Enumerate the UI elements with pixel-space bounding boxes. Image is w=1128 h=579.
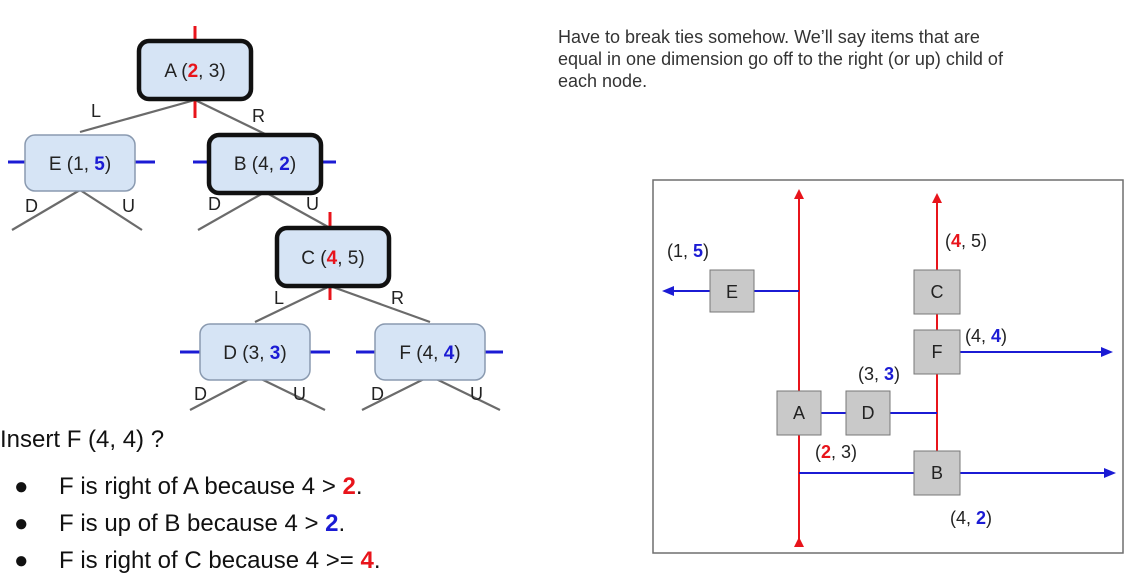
coord-label-b: (4, 2)	[950, 508, 992, 528]
bullet-icon: ●	[14, 473, 29, 500]
point-label-d: D	[862, 403, 875, 423]
edge-a-b	[194, 99, 266, 135]
point-box-c	[913, 269, 961, 315]
node-e-box	[24, 134, 136, 192]
node-e-label: E (1, 5)	[49, 154, 111, 175]
edge-label-d-up: U	[293, 384, 306, 404]
edge-label-b-down: D	[208, 194, 221, 214]
point-label-a: A	[793, 403, 805, 423]
node-b-label: B (4, 2)	[234, 154, 296, 175]
coord-label-a: (2, 3)	[815, 442, 857, 462]
edge-label-c-right: R	[391, 288, 404, 308]
list-item: ●F is right of A because 4 > 2.	[14, 468, 381, 505]
node-b-box	[206, 132, 324, 196]
bullet-icon: ●	[14, 510, 29, 537]
edge-label-a-right: R	[252, 106, 265, 126]
edge-e-d-stub	[11, 189, 81, 231]
point-label-e: E	[726, 282, 738, 302]
coord-label-f: (4, 4)	[965, 326, 1007, 346]
tree-edges	[11, 98, 501, 411]
question-text: Insert F (4, 4) ?	[0, 426, 165, 453]
edge-label-c-left: L	[274, 288, 284, 308]
edge-d-d-stub	[189, 375, 256, 411]
node-a-label: A (2, 3)	[164, 61, 225, 82]
coord-label-d: (3, 3)	[858, 364, 900, 384]
edge-c-f	[329, 284, 431, 324]
edge-label-f-down: D	[371, 384, 384, 404]
edge-a-e	[79, 98, 196, 134]
reasoning-list: ●F is right of A because 4 > 2. ●F is up…	[14, 468, 381, 579]
edge-label-d-down: D	[194, 384, 207, 404]
list-item: ●F is right of C because 4 >= 4.	[14, 542, 381, 579]
coordinate-labels: (1, 5) (4, 5) (4, 4) (3, 3) (2, 3) (4, 2…	[667, 231, 1007, 528]
node-f-label: F (4, 4)	[399, 343, 460, 364]
point-box-e	[709, 269, 755, 313]
edge-label-a-left: L	[91, 101, 101, 121]
coord-label-c: (4, 5)	[945, 231, 987, 251]
edge-label-e-down: D	[25, 196, 38, 216]
edge-f-u-stub	[429, 375, 501, 411]
point-box-d	[845, 390, 891, 436]
point-box-b	[913, 450, 961, 496]
edge-label-e-up: U	[122, 196, 135, 216]
list-item: ●F is up of B because 4 > 2.	[14, 505, 381, 542]
node-f-box	[374, 323, 486, 381]
tree-nodes: A (2, 3) E (1, 5) B (4, 2) C (4, 5) D (3…	[24, 38, 486, 381]
point-boxes: E C F A D B	[709, 269, 961, 496]
edge-f-d-stub	[361, 375, 431, 411]
point-box-f	[913, 329, 961, 375]
edge-label-b-up: U	[306, 194, 319, 214]
kd-tree-diagram: A (2, 3) E (1, 5) B (4, 2) C (4, 5) D (3…	[8, 26, 503, 411]
node-d-label: D (3, 3)	[223, 343, 286, 364]
point-label-c: C	[931, 282, 944, 302]
point-label-f: F	[932, 342, 943, 362]
edge-labels: L R D U D U L R D U D U	[25, 101, 483, 404]
node-a-box	[136, 38, 254, 102]
point-label-b: B	[931, 463, 943, 483]
bullet-icon: ●	[14, 547, 29, 574]
coord-label-e: (1, 5)	[667, 241, 709, 261]
edge-label-f-up: U	[470, 384, 483, 404]
edge-d-u-stub	[254, 375, 326, 411]
edge-b-d-stub	[197, 191, 266, 231]
tie-breaking-note: Have to break ties somehow. We’ll say it…	[558, 27, 1003, 91]
node-d-box	[199, 323, 311, 381]
node-c-label: C (4, 5)	[301, 248, 364, 269]
edge-b-c	[264, 191, 331, 229]
point-box-a	[776, 390, 822, 436]
plane-frame	[652, 179, 1124, 554]
edge-e-u-stub	[79, 189, 143, 231]
edge-c-d	[254, 285, 331, 323]
node-c-box	[274, 225, 392, 289]
